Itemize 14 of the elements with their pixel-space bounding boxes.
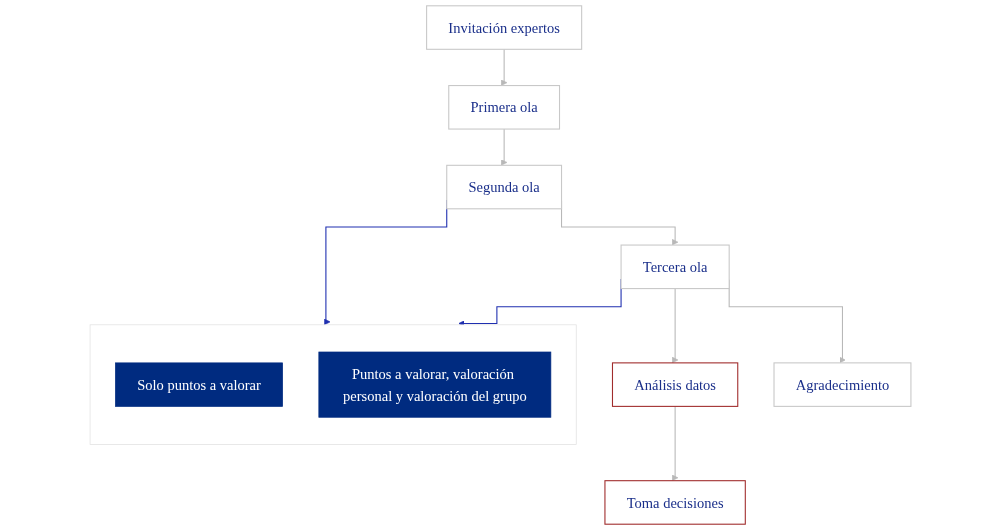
node-box: Toma decisiones [604, 480, 746, 525]
arrow [500, 48, 508, 86]
arrow [671, 405, 679, 481]
node-box: Primera ola [448, 85, 561, 130]
node-box: Análisis datos [611, 362, 739, 407]
node-box: Invitación expertos [426, 5, 583, 50]
node-box: Solo puntos a valorar [115, 362, 283, 407]
arrow [671, 288, 679, 364]
node-box: Agradecimiento [773, 362, 912, 407]
node-box: Puntos a valorar, valoración personal y valoración del grupo [318, 351, 552, 418]
arrow [500, 128, 508, 166]
node-box: Segunda ola [446, 164, 563, 210]
node-box: Tercera ola [620, 244, 730, 290]
cluster [89, 324, 577, 445]
